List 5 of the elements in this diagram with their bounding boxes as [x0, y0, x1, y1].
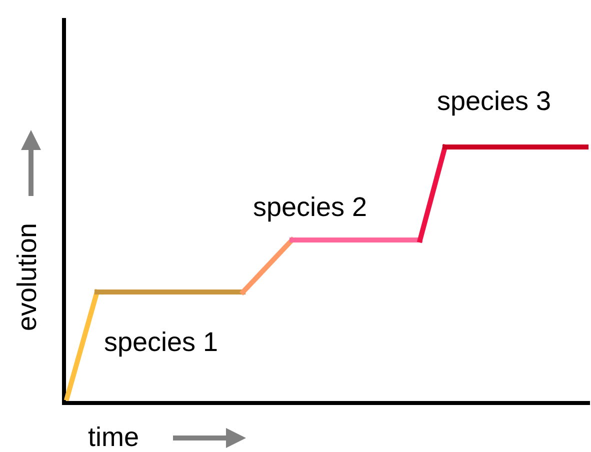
species-label: species 3: [437, 86, 552, 116]
species-label: species 1: [104, 327, 218, 357]
axis-label: time: [88, 422, 140, 452]
species-label: species 2: [253, 192, 368, 222]
axis-label: evolution: [12, 222, 42, 332]
